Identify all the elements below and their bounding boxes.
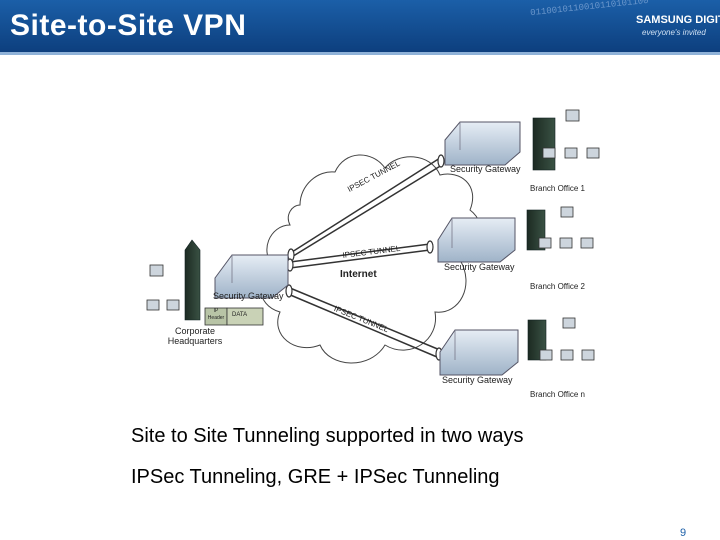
pc-icon <box>565 109 580 122</box>
packet-header-line1: IP <box>213 308 219 314</box>
branch1-building <box>532 117 556 171</box>
pc-icon <box>149 264 164 277</box>
pc-icon <box>564 147 578 159</box>
logo-brand: SAMSUNG DIGITall <box>636 14 720 26</box>
pc-icon <box>559 237 573 249</box>
pc-icon <box>580 237 594 249</box>
bullet-2: IPSec Tunneling, GRE + IPSec Tunneling <box>131 466 500 488</box>
internet-label: Internet <box>340 269 377 280</box>
samsung-logo: SAMSUNG DIGITall everyone's invited <box>636 8 720 44</box>
site-label-branch2: Branch Office 2 <box>530 282 585 291</box>
gateway-label-hq: Security Gateway <box>213 291 284 301</box>
pc-icon <box>560 349 574 361</box>
site-label-hq-line2: Headquarters <box>167 336 223 346</box>
site-label-hq: Corporate Headquarters <box>160 326 230 346</box>
packet-header-label: IP Header <box>206 308 226 322</box>
pc-icon <box>146 299 160 311</box>
gateway-label-branchn: Security Gateway <box>442 375 513 385</box>
pc-icon <box>166 299 180 311</box>
slide-title: Site-to-Site VPN <box>10 9 247 42</box>
pc-icon <box>539 349 553 361</box>
gateway-label-branch1: Security Gateway <box>450 164 521 174</box>
pc-icon <box>586 147 600 159</box>
pc-icon <box>581 349 595 361</box>
title-bar: Site-to-Site VPN 0110010110010110101100 … <box>0 0 720 55</box>
gateway-device-branch2 <box>437 217 516 263</box>
packet-header-line2: Header <box>207 315 225 321</box>
pc-icon <box>542 147 556 159</box>
gateway-device-hq <box>214 254 289 299</box>
gateway-label-branch2: Security Gateway <box>444 262 515 272</box>
gateway-device-branch1 <box>444 121 521 166</box>
bullet-1: Site to Site Tunneling supported in two … <box>131 425 524 447</box>
site-label-branch1: Branch Office 1 <box>530 184 585 193</box>
logo-tagline: everyone's invited <box>642 28 706 37</box>
pc-icon <box>538 237 552 249</box>
packet-data-label: DATA <box>232 312 248 318</box>
pc-icon <box>562 317 576 329</box>
tunnel-to-branch1 <box>287 154 445 262</box>
ip-packet <box>204 307 264 326</box>
page-number: 9 <box>680 527 687 539</box>
site-label-branchn: Branch Office n <box>530 390 585 399</box>
hq-building <box>184 239 201 321</box>
pc-icon <box>560 206 574 218</box>
gateway-device-branchn <box>439 329 519 376</box>
site-label-hq-line1: Corporate <box>174 326 216 336</box>
